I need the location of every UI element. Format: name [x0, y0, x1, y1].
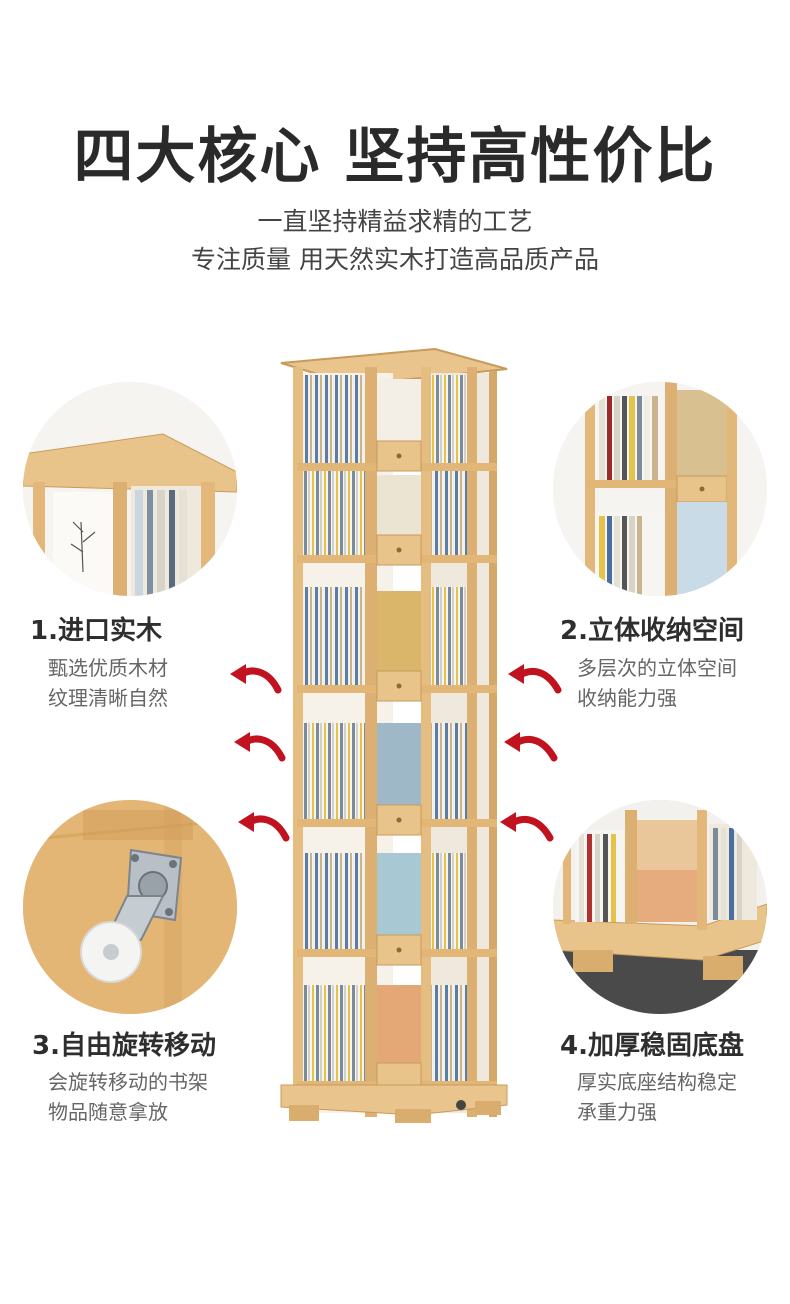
feature-1-desc-line-2: 纹理清晰自然 — [48, 686, 168, 710]
subtitle-line-2: 专注质量 用天然实木打造高品质产品 — [191, 245, 599, 274]
rotate-arrow-icon — [500, 812, 554, 842]
feature-2-desc-line-2: 收纳能力强 — [577, 686, 677, 710]
storage-shelf-photo — [553, 382, 767, 596]
feature-2-title: 2.立体收纳空间 — [560, 616, 744, 646]
thick-base-detail-image — [553, 800, 767, 1014]
solid-wood-detail-image — [23, 382, 237, 596]
feature-4-desc-line-2: 承重力强 — [577, 1100, 657, 1124]
rotate-arrow-icon — [234, 732, 286, 762]
storage-space-detail-image — [553, 382, 767, 596]
thick-base-photo — [553, 800, 767, 1014]
rotate-arrow-icon — [230, 664, 282, 694]
feature-3-title: 3.自由旋转移动 — [32, 1031, 216, 1061]
rotate-arrow-icon — [504, 732, 558, 762]
page-title: 四大核心 坚持高性价比 — [73, 122, 717, 192]
feature-3-desc-line-2: 物品随意拿放 — [48, 1100, 168, 1124]
feature-2-desc-line-1: 多层次的立体空间 — [577, 656, 737, 680]
caster-wheel-icon — [23, 800, 237, 1014]
feature-1-title: 1.进口实木 — [30, 616, 162, 646]
rotate-arrow-icon — [238, 812, 290, 842]
caster-wheel-detail-image — [23, 800, 237, 1014]
feature-4-title: 4.加厚稳固底盘 — [560, 1031, 744, 1061]
wood-grain-icon — [23, 382, 237, 596]
feature-4-desc-line-1: 厚实底座结构稳定 — [577, 1070, 737, 1094]
feature-3-desc-line-1: 会旋转移动的书架 — [48, 1070, 208, 1094]
feature-1-desc-line-1: 甄选优质木材 — [48, 656, 168, 680]
rotate-arrow-icon — [508, 664, 562, 694]
subtitle-line-1: 一直坚持精益求精的工艺 — [257, 207, 533, 236]
rotating-bookshelf-image — [280, 347, 508, 1123]
